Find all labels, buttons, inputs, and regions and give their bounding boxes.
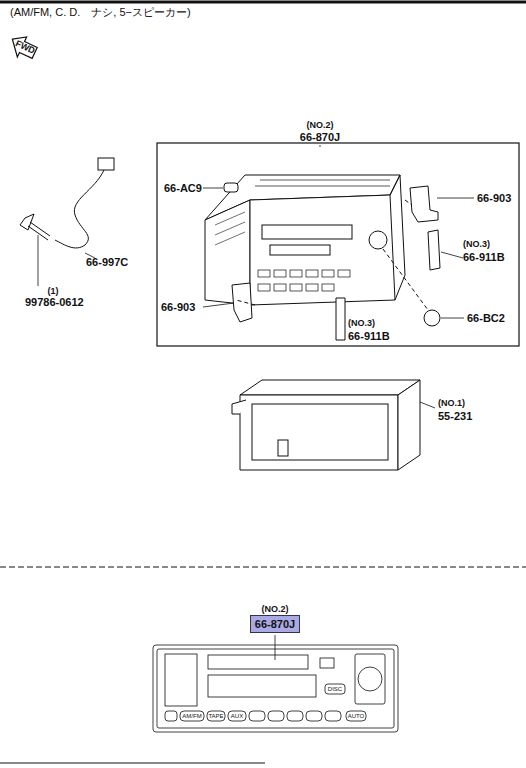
part-number: 66-870J: [255, 618, 295, 630]
bottom-rule: [0, 763, 265, 764]
group-number: (NO.2): [262, 604, 289, 614]
part-number: 66-870J: [300, 131, 340, 143]
button-label: DISC: [328, 686, 342, 693]
dashed-guide: [236, 200, 412, 305]
part-number: 66-911B: [463, 251, 505, 263]
button-label: AM/FM: [182, 713, 201, 720]
fwd-label: FWD: [14, 38, 37, 56]
part-number: 66-903: [161, 301, 195, 313]
bracket-right: [410, 186, 438, 222]
part-number: 66-903: [477, 192, 511, 204]
group-number: (NO.3): [463, 239, 490, 249]
fuse-part: [224, 183, 238, 192]
part-number: 66-BC2: [467, 312, 505, 324]
part-number: 66-AC9: [164, 182, 202, 194]
part-number: 66-997C: [86, 256, 128, 268]
header-note: (AM/FM, C. D. ナシ, 5−スピーカー): [10, 6, 191, 18]
top-rule: [0, 1, 526, 4]
part-number: 99786-0612: [25, 296, 84, 308]
trim-strip-bottom: [336, 298, 345, 340]
trim-strip-right: [428, 230, 440, 270]
button-label: TAPE: [208, 713, 223, 720]
antenna-cable: [20, 158, 114, 248]
group-number: (NO.2): [307, 120, 334, 130]
bracket-left: [232, 283, 252, 322]
highlight-box: 66-870J: [250, 615, 300, 633]
fwd-arrow: [6, 32, 39, 63]
group-number: (NO.1): [438, 398, 465, 408]
separator: [0, 567, 526, 568]
button-label: AUTO: [348, 713, 365, 720]
group-number: (NO.3): [348, 318, 375, 328]
quantity-number: (1): [48, 286, 59, 296]
pocket-55-231: [232, 380, 420, 470]
part-number: 55-231: [438, 410, 472, 422]
part-number: 66-911B: [348, 330, 390, 342]
faceplate: [153, 635, 398, 732]
knob: [424, 310, 440, 326]
button-label: AUX: [231, 713, 243, 720]
dashed-guide: [383, 249, 428, 310]
leader-lines: [38, 145, 474, 408]
assembly-frame: [157, 143, 519, 346]
